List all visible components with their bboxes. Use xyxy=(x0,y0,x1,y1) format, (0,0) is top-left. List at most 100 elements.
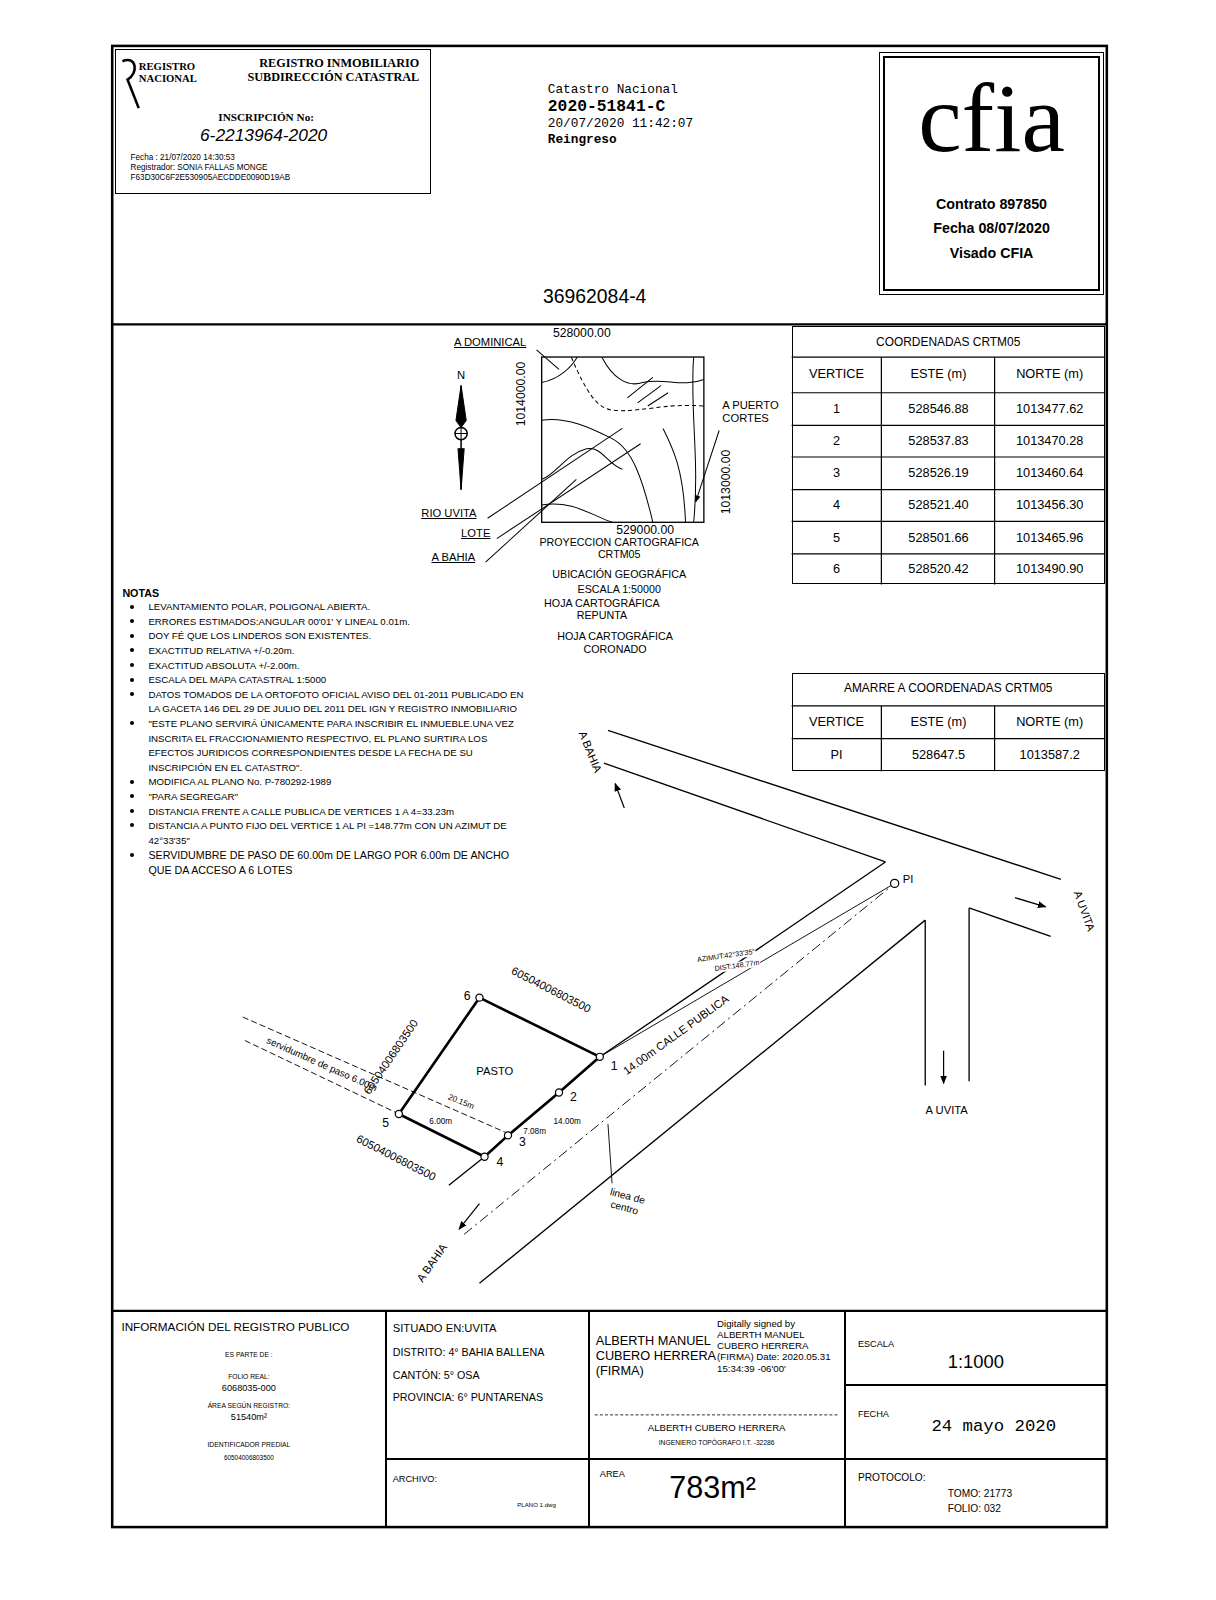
box-text: TOMO: 21773 xyxy=(948,1488,1012,1500)
grid-line xyxy=(792,456,1105,457)
location-map xyxy=(542,357,704,522)
box-text: FOLIO: 032 xyxy=(948,1503,1001,1515)
map-line xyxy=(627,377,668,406)
table-cell: 1013470.28 xyxy=(1016,433,1083,448)
table-cell: 528537.83 xyxy=(908,433,968,448)
registry-info-box: INFORMACIÓN DEL REGISTRO PUBLICO ES PARTE… xyxy=(112,1311,385,1527)
cadastre-text: Catastro Nacional xyxy=(548,83,678,98)
box-text: Visado CFIA xyxy=(885,245,1097,261)
signature-box: ALBERTH MANUEL CUBERO HERRERA (FIRMA)Dig… xyxy=(589,1311,845,1459)
box-text: PROVINCIA: 6° PUNTARENAS xyxy=(393,1391,543,1403)
box-text: 6068035-000 xyxy=(113,1383,384,1394)
table-cell: VERTICE xyxy=(809,715,864,730)
cadastre-number: 2020-51841-C xyxy=(548,98,665,117)
cadastre-text: 20/07/2020 11:42:07 xyxy=(548,117,693,132)
map-line xyxy=(693,357,696,522)
vertex-mark xyxy=(476,994,483,1001)
table-cell: NORTE (m) xyxy=(1016,715,1083,730)
grid-line xyxy=(994,706,995,771)
note-text: ESCALA DEL MAPA CATASTRAL 1:5000 xyxy=(122,673,532,688)
table-cell: 528546.88 xyxy=(908,402,968,417)
map-line xyxy=(571,357,704,411)
box-text: FECHA xyxy=(858,1409,889,1420)
box-text: ES PARTE DE : xyxy=(113,1351,384,1359)
notes-block: NOTASLEVANTAMIENTO POLAR, POLIGONAL ABIE… xyxy=(122,586,532,878)
notes-heading: NOTAS xyxy=(122,586,532,601)
table-cell: 528501.66 xyxy=(908,530,968,545)
cfia-stamp: cfiaContrato 897850Fecha 08/07/2020Visad… xyxy=(883,56,1099,291)
drawing-layer xyxy=(112,46,1107,1527)
centerline-label: linea de centro xyxy=(598,1184,655,1220)
grid-line xyxy=(792,425,1105,426)
date-box: FECHA 24 mayo 2020 xyxy=(845,1385,1107,1458)
vertex-marks xyxy=(395,879,898,1160)
box-text: ALBERTH MANUEL CUBERO HERRERA (FIRMA) xyxy=(596,1334,716,1378)
location-box: SITUADO EN:UVITADISTRITO: 4° BAHIA BALLE… xyxy=(386,1311,589,1459)
box-text: IDENTIFICADOR PREDIAL xyxy=(113,1441,384,1449)
grid-coordinate: 1014000.00 xyxy=(514,361,528,426)
box-text: 24 mayo 2020 xyxy=(931,1417,1056,1437)
north-head xyxy=(456,386,466,428)
grid-line xyxy=(792,356,1105,357)
protocol-box: PROTOCOLO:TOMO: 21773FOLIO: 032 xyxy=(845,1459,1107,1527)
coordinates-table: COORDENADAS CRTM05 xyxy=(792,326,1105,584)
header-divider xyxy=(112,323,1107,325)
scale-box: ESCALA1:1000 xyxy=(845,1311,1107,1386)
table-cell: 1013490.90 xyxy=(1016,562,1083,577)
grid-line xyxy=(792,392,1105,393)
direction-label: A BAHIA xyxy=(414,1241,450,1284)
table-cell: 3 xyxy=(833,466,840,481)
box-text: REGISTRO NACIONAL xyxy=(139,60,210,85)
leader-line xyxy=(608,1124,612,1183)
box-text: ÁREA SEGÚN REGISTRO: xyxy=(113,1402,384,1410)
box-text: cfia xyxy=(885,62,1097,175)
inset-caption: HOJA CARTOGRÁFICA REPUNTA xyxy=(536,597,669,622)
grid-line xyxy=(792,553,1105,554)
file-box: ARCHIVO:PLANO 1.dwg xyxy=(386,1459,589,1527)
road-edge xyxy=(604,763,886,862)
grid-line xyxy=(792,705,1105,706)
inset-label: A BAHIA xyxy=(432,551,476,564)
road-edge xyxy=(449,862,886,1185)
map-line xyxy=(663,428,685,522)
inset-caption: ESCALA 1:50000 xyxy=(578,583,661,595)
box-text: INFORMACIÓN DEL REGISTRO PUBLICO xyxy=(121,1320,349,1333)
registry-logo xyxy=(122,60,138,108)
note-text: SERVIDUMBRE DE PASO DE 60.00m DE LARGO P… xyxy=(122,848,532,877)
table-cell: NORTE (m) xyxy=(1016,367,1083,382)
table-cell: ESTE (m) xyxy=(911,715,967,730)
dimension: 14.00m xyxy=(554,1117,581,1126)
note-text: "PARA SEGREGAR" xyxy=(122,790,532,805)
dimension: 6.00m xyxy=(429,1117,452,1126)
table-cell: 1013465.96 xyxy=(1016,530,1083,545)
leader-line xyxy=(488,428,623,518)
table-cell: 2 xyxy=(833,433,840,448)
box-text: 6-2213964-2020 xyxy=(200,126,327,146)
north-arrow xyxy=(455,386,467,490)
dimension: 7.08m xyxy=(523,1128,546,1137)
box-text: 51540m² xyxy=(113,1412,384,1423)
direction-label: A BAHIA xyxy=(575,729,603,774)
parcel-outline xyxy=(399,998,600,1157)
roads xyxy=(449,730,1061,1283)
box-text: Contrato 897850 xyxy=(885,196,1097,212)
vertex-number: 4 xyxy=(496,1155,503,1169)
signature-line xyxy=(595,1414,839,1415)
box-text: F63D30C6F2E530905AECDDE0090D19AB xyxy=(131,173,291,182)
grid-line xyxy=(792,738,1105,739)
vertex-number: 3 xyxy=(519,1134,526,1148)
inset-caption: HOJA CARTOGRÁFICA CORONADO xyxy=(549,630,682,655)
note-text: DOY FÉ QUE LOS LINDEROS SON EXISTENTES. xyxy=(122,629,532,644)
cadastre-text: Reingreso xyxy=(548,133,617,148)
grid-line xyxy=(792,489,1105,490)
vertex-mark xyxy=(504,1132,511,1139)
inset-caption: UBICACIÓN GEOGRÁFICA xyxy=(552,568,686,580)
box-text: Fecha : 21/07/2020 14:30:53 xyxy=(131,153,235,162)
inset-label: RIO UVITA xyxy=(421,507,476,520)
inset-label: A PUERTO CORTES xyxy=(722,399,785,425)
leader-line xyxy=(537,350,559,369)
box-text: ARCHIVO: xyxy=(393,1474,437,1485)
north-circle xyxy=(455,427,467,439)
easement-line xyxy=(243,1017,510,1134)
